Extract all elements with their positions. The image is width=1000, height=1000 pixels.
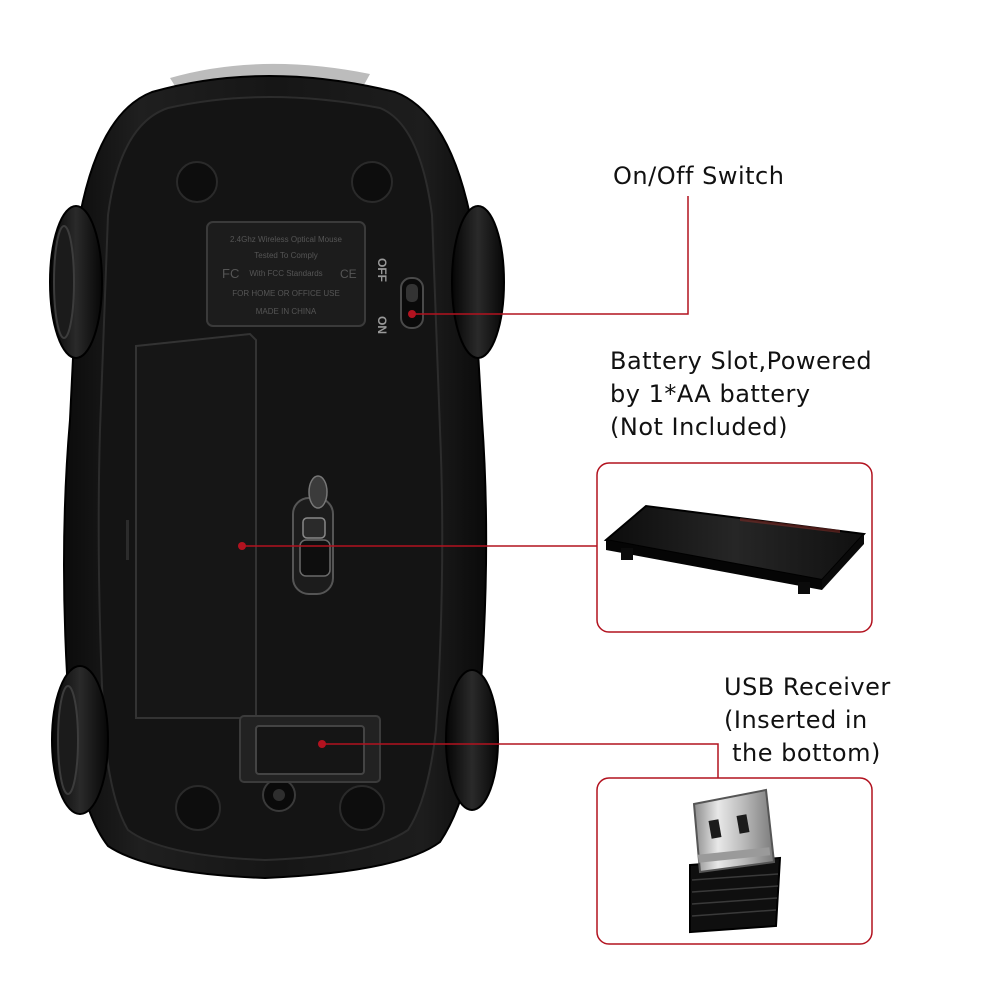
usb-leader-dot (318, 740, 326, 748)
wheel-rear-left (51, 665, 109, 815)
mouse-label-line-5: MADE IN CHINA (256, 307, 317, 316)
battery-callout-line-1: Battery Slot,Powered (610, 347, 873, 375)
usb-callout-line-1: USB Receiver (724, 673, 891, 701)
battery-cover-inset (603, 504, 867, 594)
ce-mark: CE (340, 267, 357, 281)
battery-callout-line-3: (Not Included) (610, 413, 788, 441)
mouse-label-line-2: Tested To Comply (254, 251, 317, 260)
switch-leader-dot (408, 310, 416, 318)
switch-callout-label: On/Off Switch (613, 160, 784, 193)
compliance-label: 2.4Ghz Wireless Optical Mouse Tested To … (206, 221, 366, 327)
usb-receiver-inset (689, 788, 782, 934)
battery-callout-line-2: by 1*AA battery (610, 380, 811, 408)
switch-off-text: OFF (375, 258, 389, 282)
wheel-rear-right (445, 669, 499, 811)
switch-callout-line-1: On/Off Switch (613, 162, 785, 190)
wheel-front-left (49, 205, 103, 359)
usb-callout-line-3: the bottom) (724, 739, 881, 767)
mouse-label-line-4: FOR HOME OR OFFICE USE (232, 289, 340, 298)
battery-cover (135, 332, 257, 719)
usb-leader-line (322, 743, 719, 778)
mouse-label-line-3: With FCC Standards (249, 269, 322, 278)
battery-leader-dot (238, 542, 246, 550)
wheel-front-right (451, 205, 505, 359)
switch-leader-line (412, 196, 689, 315)
power-switch: OFF ON (375, 258, 424, 334)
battery-callout-label: Battery Slot,Powered by 1*AA battery (No… (610, 345, 872, 444)
usb-callout-label: USB Receiver (Inserted in the bottom) (724, 671, 891, 770)
switch-on-text: ON (375, 316, 389, 334)
mouse-label-line-1: 2.4Ghz Wireless Optical Mouse (230, 235, 343, 244)
usb-callout-line-2: (Inserted in (724, 706, 868, 734)
fcc-mark: FC (222, 266, 239, 281)
usb-slot (239, 715, 381, 783)
